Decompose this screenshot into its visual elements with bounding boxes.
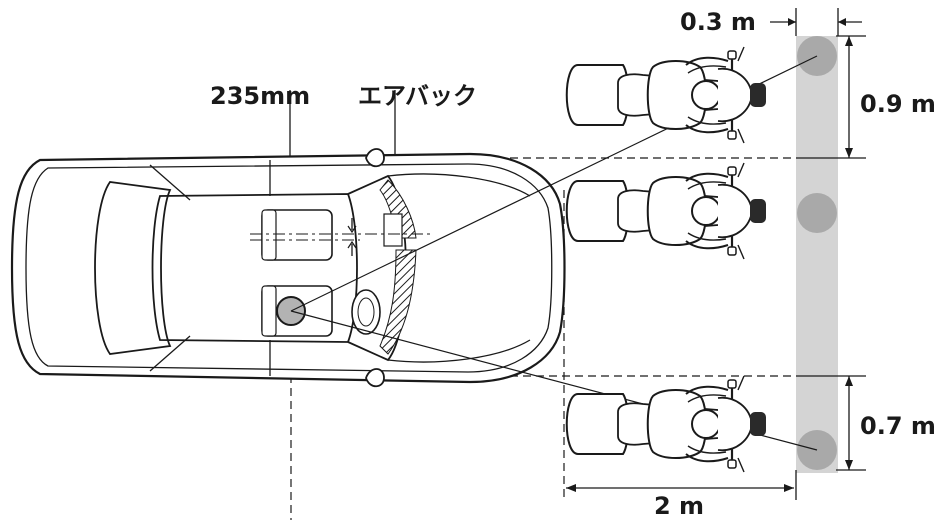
steering-wheel: [351, 289, 381, 335]
label-spacing-upper: 0.9 m: [860, 90, 936, 118]
label-airbag: エアバック: [358, 82, 477, 110]
motorcycle-rider-top: [565, 45, 768, 145]
label-lateral-offset: 0.3 m: [680, 8, 756, 36]
motorcycle-rider-middle: [565, 161, 768, 261]
motorcycle-rider-bottom: [565, 374, 768, 474]
passenger-seat-back: [261, 209, 277, 261]
airbag-region-passenger: [379, 179, 417, 239]
target-band: [796, 36, 838, 473]
label-spacing-lower: 0.7 m: [860, 412, 936, 440]
steering-wheel-inner: [357, 297, 375, 327]
airbag-region-driver: [379, 249, 417, 355]
dashboard-box: [383, 213, 403, 247]
label-distance: 2 m: [654, 492, 704, 520]
driver-seat-back: [261, 285, 277, 337]
car-top-view: [10, 148, 566, 388]
target-point-middle: [797, 193, 837, 233]
label-mirror-offset: 235mm: [210, 82, 310, 110]
